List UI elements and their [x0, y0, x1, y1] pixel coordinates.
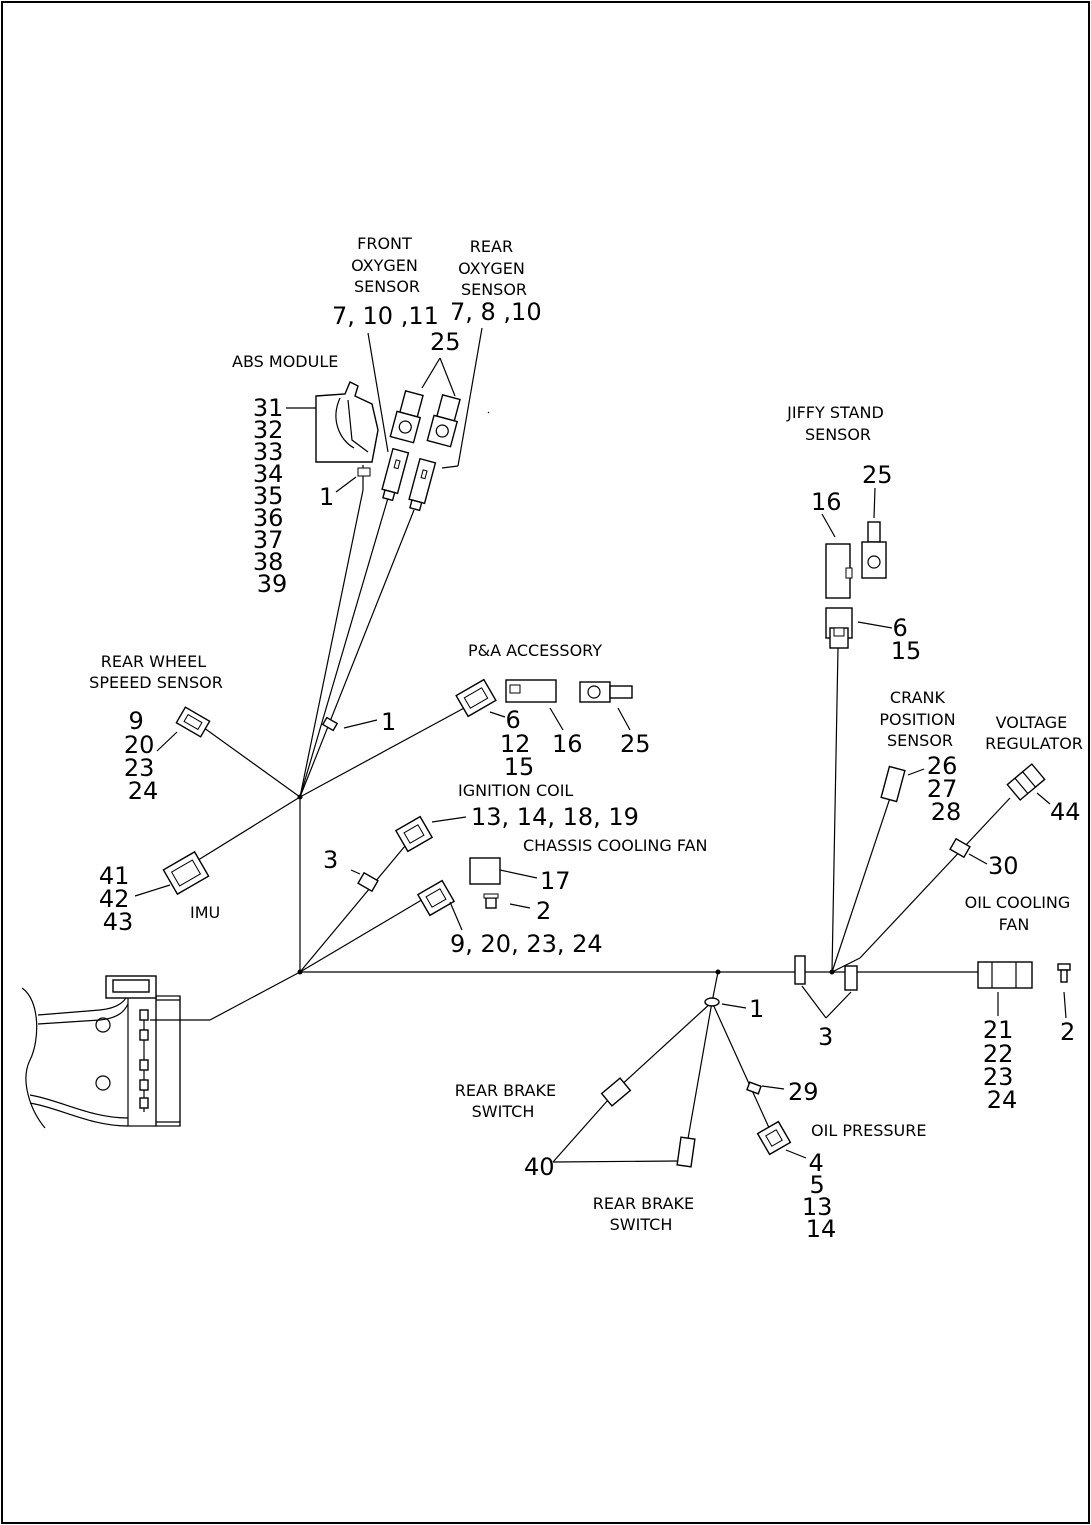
callout-crank: 26 27 28 [927, 752, 965, 826]
callout-branch-1: 1 [749, 995, 764, 1023]
front-o2-connector [381, 390, 424, 502]
rear-o2-label: REAR OXYGEN SENSOR [458, 237, 530, 299]
oil-cooling-fan-label: OIL COOLING FAN [965, 893, 1076, 934]
leader-lines [134, 411, 1067, 1159]
callout-oil-pressure: 4 5 13 14 [802, 1149, 840, 1243]
oil-cooling-fan-part [977, 961, 1071, 989]
crank-sensor-label: CRANK POSITION SENSOR [879, 688, 960, 750]
callout-front-o2: 7, 10 ,11 [332, 302, 439, 330]
callout-o2-25: 25 [430, 328, 461, 356]
clip-part-mid [321, 716, 339, 732]
rear-brake-switch-label-1: REAR BRAKE SWITCH [455, 1081, 561, 1121]
imu-label: IMU [190, 903, 220, 922]
ignition-coil-connector [394, 815, 434, 853]
imu-part [162, 850, 210, 896]
callout-abs-1: 1 [319, 483, 334, 511]
junction-dots [297, 794, 835, 975]
voltage-regulator-label: VOLTAGE REGULATOR [985, 713, 1083, 753]
pa-accessory-part [455, 678, 633, 718]
callout-oil-fan-2: 2 [1060, 1018, 1075, 1046]
callout-jiffy-conn: 6 15 [891, 614, 922, 665]
callout-numbers: 7, 10 ,11 7, 8 ,10 25 31 32 33 34 35 36 … [99, 298, 1081, 1243]
callout-brake-40: 40 [524, 1153, 555, 1181]
abs-module-label: ABS MODULE [232, 352, 338, 371]
jiffy-stand-sensor-part [825, 521, 887, 649]
callout-oil-fan: 21 22 23 24 [983, 1016, 1021, 1114]
rear-brake-switch-2 [676, 1136, 696, 1168]
harness-wires [150, 327, 1011, 1163]
abs-module-part [315, 381, 379, 477]
rear-wheel-speed-label: REAR WHEEL SPEEED SENSOR [89, 652, 223, 692]
callout-bottom-3: 3 [818, 1023, 833, 1051]
crank-sensor-part [880, 765, 906, 803]
callout-rear-wheel: 9 20 23 24 [124, 707, 162, 805]
callout-abs-list: 31 32 33 34 35 36 37 38 39 [253, 394, 291, 598]
callout-mid-1: 1 [381, 708, 396, 736]
callout-rear-o2: 7, 8 ,10 [450, 298, 542, 326]
callout-voltage-44: 44 [1050, 798, 1081, 826]
callout-ignition: 13, 14, 18, 19 [471, 803, 639, 831]
voltage-regulator-part [949, 763, 1046, 859]
oil-pressure-part [746, 1081, 792, 1156]
callout-ign-3: 3 [323, 846, 338, 874]
callout-pa-25: 25 [620, 730, 651, 758]
frame-section [21, 975, 181, 1129]
callout-chassis-conn: 9, 20, 23, 24 [450, 930, 603, 958]
component-labels: FRONT OXYGEN SENSOR REAR OXYGEN SENSOR A… [89, 234, 1083, 1234]
callout-jiffy-25: 25 [862, 461, 893, 489]
jiffy-stand-label: JIFFY STAND SENSOR [786, 403, 889, 444]
trunk-clips [794, 955, 858, 991]
rear-brake-switch-label-2: REAR BRAKE SWITCH [593, 1194, 699, 1234]
clip-part-3 [357, 871, 379, 893]
branch-clip [704, 997, 720, 1007]
ignition-coil-label: IGNITION COIL [458, 781, 573, 800]
rear-o2-connector [408, 394, 461, 512]
callout-jiffy-16: 16 [811, 488, 842, 516]
callout-imu: 41 42 43 [99, 862, 137, 936]
chassis-fan-connector [416, 879, 456, 917]
callout-pa-conn: 6 12 15 [500, 706, 538, 781]
pa-accessory-label: P&A ACCESSORY [468, 641, 602, 660]
callout-pa-16: 16 [552, 730, 583, 758]
rear-wheel-speed-connector [175, 706, 211, 738]
callout-chassis-2: 2 [536, 897, 551, 925]
oil-pressure-label: OIL PRESSURE [811, 1121, 926, 1140]
chassis-fan-part [469, 857, 501, 909]
rear-brake-switch-1 [600, 1077, 632, 1107]
callout-voltage-30: 30 [988, 852, 1019, 880]
callout-chassis-17: 17 [540, 867, 571, 895]
front-o2-label: FRONT OXYGEN SENSOR [351, 234, 423, 296]
chassis-fan-label: CHASSIS COOLING FAN [523, 836, 708, 855]
callout-oil-29: 29 [788, 1078, 819, 1106]
